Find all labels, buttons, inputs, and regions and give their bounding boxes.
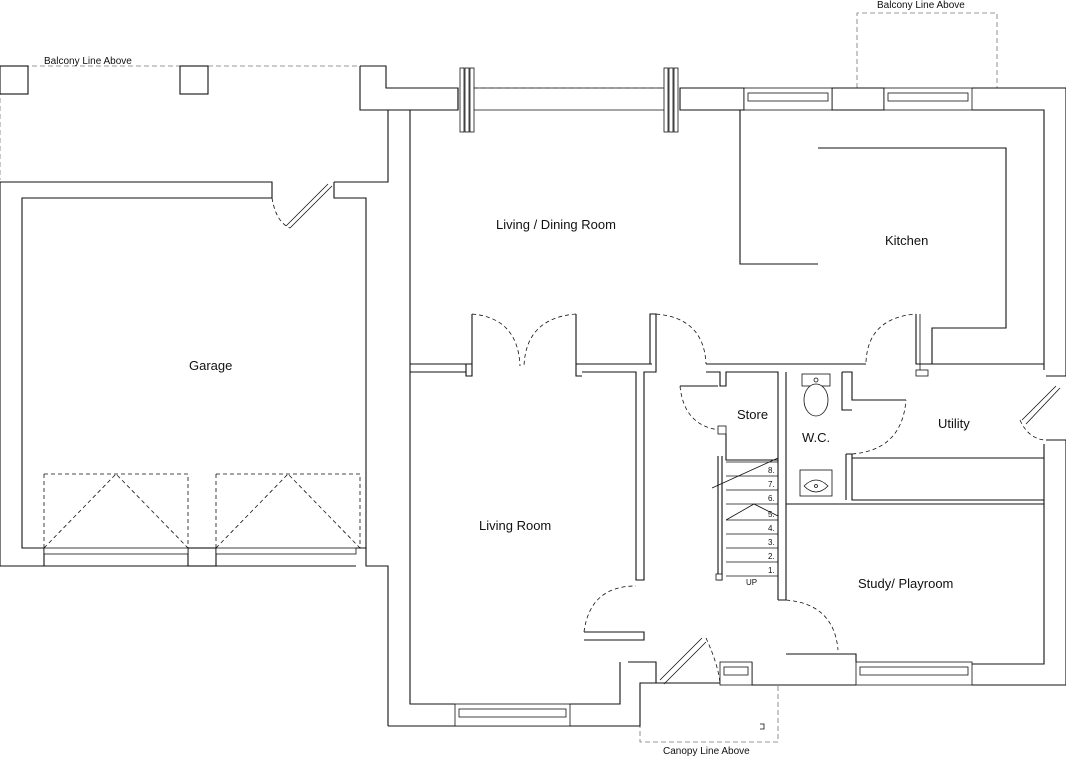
stair-step-label: 3. [768, 538, 775, 547]
balcony-pier [179, 65, 209, 95]
balcony-outline-right [856, 12, 998, 88]
store-wall [725, 434, 778, 461]
internal-walls-row [410, 313, 1044, 601]
canopy-outline [639, 683, 779, 743]
living-room-door-left [471, 313, 521, 367]
stair-step-label: 2. [768, 552, 775, 561]
garage-side-door [271, 183, 333, 229]
study-door [785, 599, 839, 651]
balcony-line-label-right: Balcony Line Above [877, 0, 965, 11]
sliding-door-right [663, 67, 679, 133]
stair-direction-label: UP [746, 578, 757, 587]
balcony-pier [0, 65, 29, 95]
room-label-living-room: Living Room [479, 518, 551, 533]
living-room-door-right [523, 313, 577, 367]
living-room-door-front [583, 585, 637, 633]
staircase [711, 456, 779, 581]
garage-walls [0, 109, 410, 726]
stair-step-label: 1. [768, 566, 775, 575]
room-label-kitchen: Kitchen [885, 233, 928, 248]
wc-door [851, 399, 907, 455]
window-hall [719, 661, 753, 686]
garage-door-right [215, 473, 361, 555]
balcony-line-label-left: Balcony Line Above [44, 56, 132, 67]
living-glazing [474, 87, 664, 111]
canopy-line-label: Canopy Line Above [663, 746, 750, 757]
window-kitchen-right [883, 87, 973, 111]
kitchen-units [739, 110, 1044, 377]
window-kitchen-left [743, 87, 833, 111]
room-label-store: Store [737, 407, 768, 422]
room-label-wc: W.C. [802, 430, 830, 445]
room-label-utility: Utility [938, 416, 970, 431]
front-door [659, 637, 721, 685]
room-label-study: Study/ Playroom [858, 576, 953, 591]
study-front-wall [786, 653, 857, 662]
window-living-room [454, 703, 571, 727]
balcony-pier [360, 65, 459, 111]
basin-icon [799, 469, 833, 497]
balcony-pier [359, 66, 388, 111]
store-door [679, 385, 727, 435]
living-room-front-wall [584, 631, 645, 641]
kitchen-door [865, 313, 917, 363]
utility-door [1019, 385, 1061, 441]
hall-door [655, 313, 707, 365]
sliding-door-left [459, 67, 475, 133]
room-label-living-dining: Living / Dining Room [496, 217, 616, 232]
stair-step-label: 8. [768, 466, 775, 475]
toilet-icon [801, 373, 831, 417]
stair-step-label: 5. [768, 510, 775, 519]
stair-step-label: 7. [768, 480, 775, 489]
window-study [855, 661, 973, 686]
stair-step-label: 4. [768, 524, 775, 533]
stair-step-label: 6. [768, 494, 775, 503]
house-outer-walls [388, 87, 1066, 727]
garage-door-left [43, 473, 189, 555]
room-label-garage: Garage [189, 358, 232, 373]
stair-step-labels: 1. 2. 3. 4. 5. 6. 7. 8. UP [746, 466, 775, 587]
